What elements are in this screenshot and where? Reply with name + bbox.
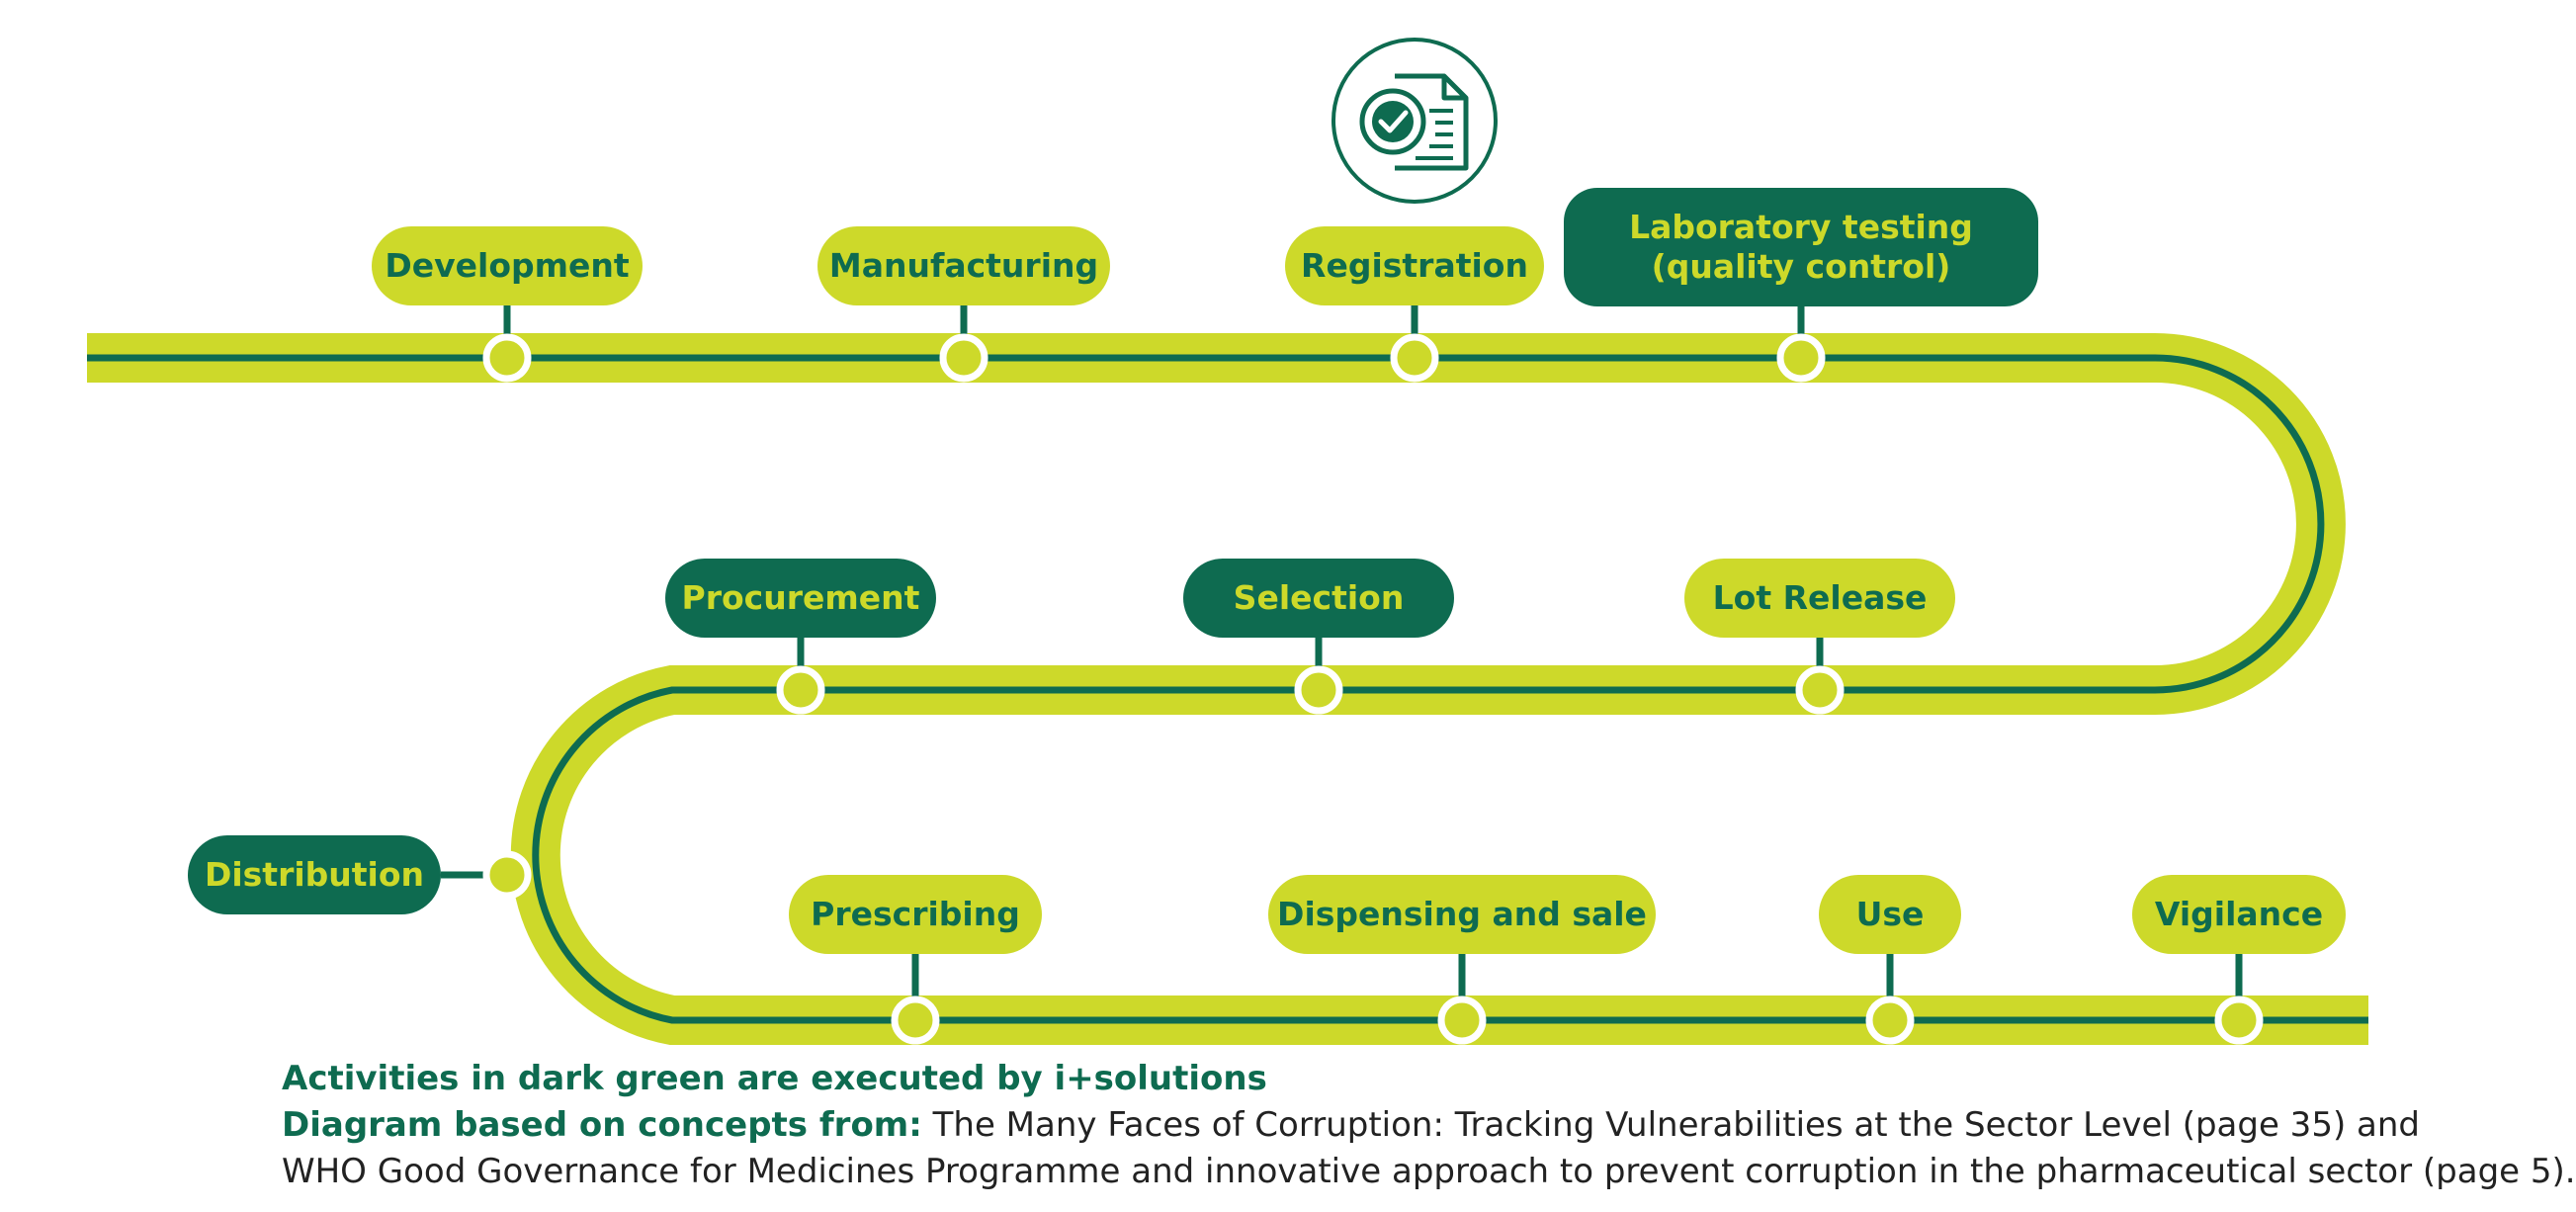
value-chain-svg: Development Manufacturing Registration Labo… — [87, 38, 2368, 1045]
stage-lot-release: Lot Release — [1684, 559, 1955, 715]
stage-label-line: Distribution — [205, 855, 424, 894]
stage-label: Procurement — [682, 578, 920, 617]
stage-pill — [188, 835, 441, 914]
stage-label: Vigilance — [2155, 895, 2323, 933]
stage-marker-dot — [482, 333, 532, 383]
stage-pill — [817, 226, 1110, 305]
stage-laboratory-testing: Laboratory testing(quality control) — [1564, 188, 2038, 383]
stage-label-line: Manufacturing — [829, 246, 1098, 285]
stage-marker-dot — [1776, 333, 1826, 383]
stage-pill — [665, 559, 936, 638]
stage-marker-dot — [2214, 996, 2264, 1045]
stage-pill — [1684, 559, 1955, 638]
stage-use: Use — [1819, 875, 1961, 1045]
stage-pill — [372, 226, 643, 305]
stage-label-line: Dispensing and sale — [1277, 895, 1647, 933]
stage-marker-dot — [776, 665, 825, 715]
stage-prescribing: Prescribing — [789, 875, 1042, 1045]
stage-label: Registration — [1301, 246, 1528, 285]
stage-marker-dot — [939, 333, 988, 383]
stage-marker-dot — [1294, 665, 1343, 715]
stage-label: Dispensing and sale — [1277, 895, 1647, 933]
stage-label-line: Registration — [1301, 246, 1528, 285]
stage-marker-dot — [1390, 333, 1439, 383]
stage-pill — [2132, 875, 2346, 954]
document-check-icon — [1331, 38, 1498, 204]
stage-callouts: Development Manufacturing Registration Labo… — [188, 188, 2346, 1045]
stage-pill — [1285, 226, 1544, 305]
stage-label: Distribution — [205, 855, 424, 894]
source-line-2: WHO Good Governance for Medicines Progra… — [282, 1152, 2576, 1191]
stage-label: Lot Release — [1713, 578, 1928, 617]
stage-label: Laboratory testing(quality control) — [1629, 208, 1973, 286]
stage-label-line: Selection — [1234, 578, 1405, 617]
stage-label-line: Use — [1856, 895, 1925, 933]
stage-marker-dot — [1865, 996, 1915, 1045]
stage-label: Use — [1856, 895, 1925, 933]
timeline-center-line — [87, 354, 2368, 1024]
stage-label-line: Development — [385, 246, 630, 285]
diagram-notes: Activities in dark green are executed by… — [282, 1056, 2576, 1195]
stage-pill — [1183, 559, 1454, 638]
stage-label-line: (quality control) — [1652, 247, 1951, 286]
stage-label-line: Prescribing — [811, 895, 1020, 933]
stage-pill — [1268, 875, 1656, 954]
stage-label: Development — [385, 246, 630, 285]
stage-development: Development — [372, 226, 643, 383]
stage-manufacturing: Manufacturing — [817, 226, 1110, 383]
stage-label-line: Laboratory testing — [1629, 208, 1973, 246]
stage-pill — [1819, 875, 1961, 954]
source-label: Diagram based on concepts from: — [282, 1105, 922, 1145]
stage-label-line: Procurement — [682, 578, 920, 617]
stage-label-line: Vigilance — [2155, 895, 2323, 933]
stage-distribution: Distribution — [188, 835, 532, 914]
stage-marker-dot — [891, 996, 940, 1045]
stage-registration: Registration — [1285, 226, 1544, 383]
stage-label: Manufacturing — [829, 246, 1098, 285]
stage-pill — [789, 875, 1042, 954]
stage-label: Prescribing — [811, 895, 1020, 933]
stage-label: Selection — [1234, 578, 1405, 617]
stage-marker-dot — [482, 850, 532, 900]
stage-selection: Selection — [1183, 559, 1454, 715]
stage-pill — [1564, 188, 2038, 306]
stage-procurement: Procurement — [665, 559, 936, 715]
stage-label-line: Lot Release — [1713, 578, 1928, 617]
stage-marker-dot — [1795, 665, 1845, 715]
stage-vigilance: Vigilance — [2132, 875, 2346, 1045]
source-line-1: The Many Faces of Corruption: Tracking V… — [921, 1105, 2420, 1145]
stage-marker-dot — [1437, 996, 1487, 1045]
legend-text: Activities in dark green are executed by… — [282, 1059, 1267, 1098]
stage-dispensing-and-sale: Dispensing and sale — [1268, 875, 1656, 1045]
